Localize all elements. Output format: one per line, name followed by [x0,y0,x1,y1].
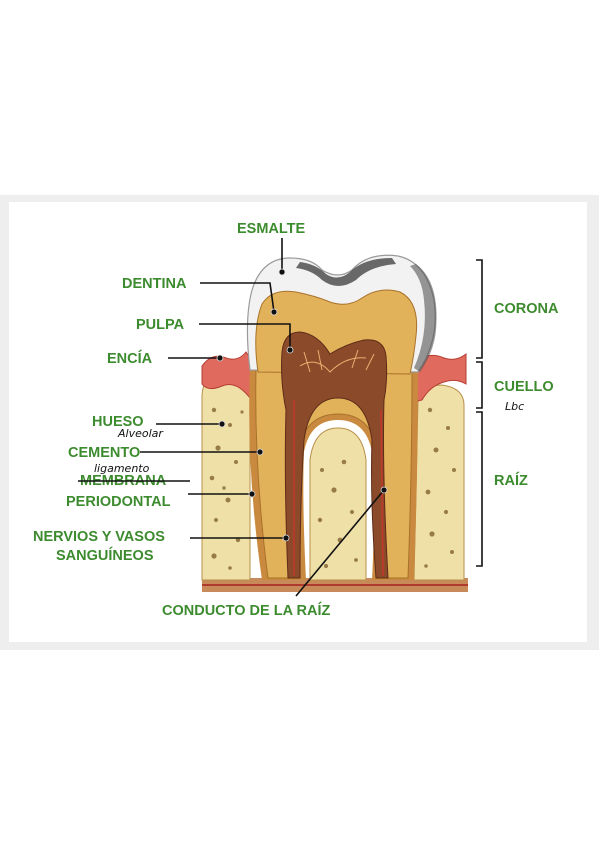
label-dentina: DENTINA [122,276,187,292]
label-conducto: CONDUCTO DE LA RAÍZ [162,602,331,619]
raiz-bracket [476,411,483,567]
label-nervios-line1: NERVIOS Y VASOS [33,529,165,545]
bone-pores [209,407,456,570]
cuello-bracket [476,361,483,409]
pulp-nerves [299,349,375,373]
label-corona: CORONA [494,301,559,317]
corona-bracket [476,259,483,359]
leader-dots [216,268,388,542]
enamel-edge-shadow [410,264,437,372]
label-encia: ENCÍA [107,350,153,367]
enamel-shadow [296,258,396,286]
right-gum [411,352,467,403]
handwritten-ligamento: ligamento [94,462,150,475]
left-bone [201,371,251,581]
inter-root-bone [309,427,367,581]
right-bone [413,384,465,581]
label-raiz: RAÍZ [494,472,528,489]
label-cemento: CEMENTO [68,445,140,461]
label-esmalte: ESMALTE [237,221,306,237]
region-brackets [476,259,483,567]
label-cuello: CUELLO [494,379,554,395]
label-periodontal: PERIODONTAL [66,494,171,510]
handwritten-alveolar: Alveolar [117,427,164,440]
label-pulpa: PULPA [136,317,185,333]
label-nervios-line2: SANGUÍNEOS [56,547,154,564]
handwritten-cuello-note: Lbc [505,400,524,413]
pulp [281,331,389,579]
label-hueso: HUESO [92,414,144,430]
leader-lines [140,238,385,597]
